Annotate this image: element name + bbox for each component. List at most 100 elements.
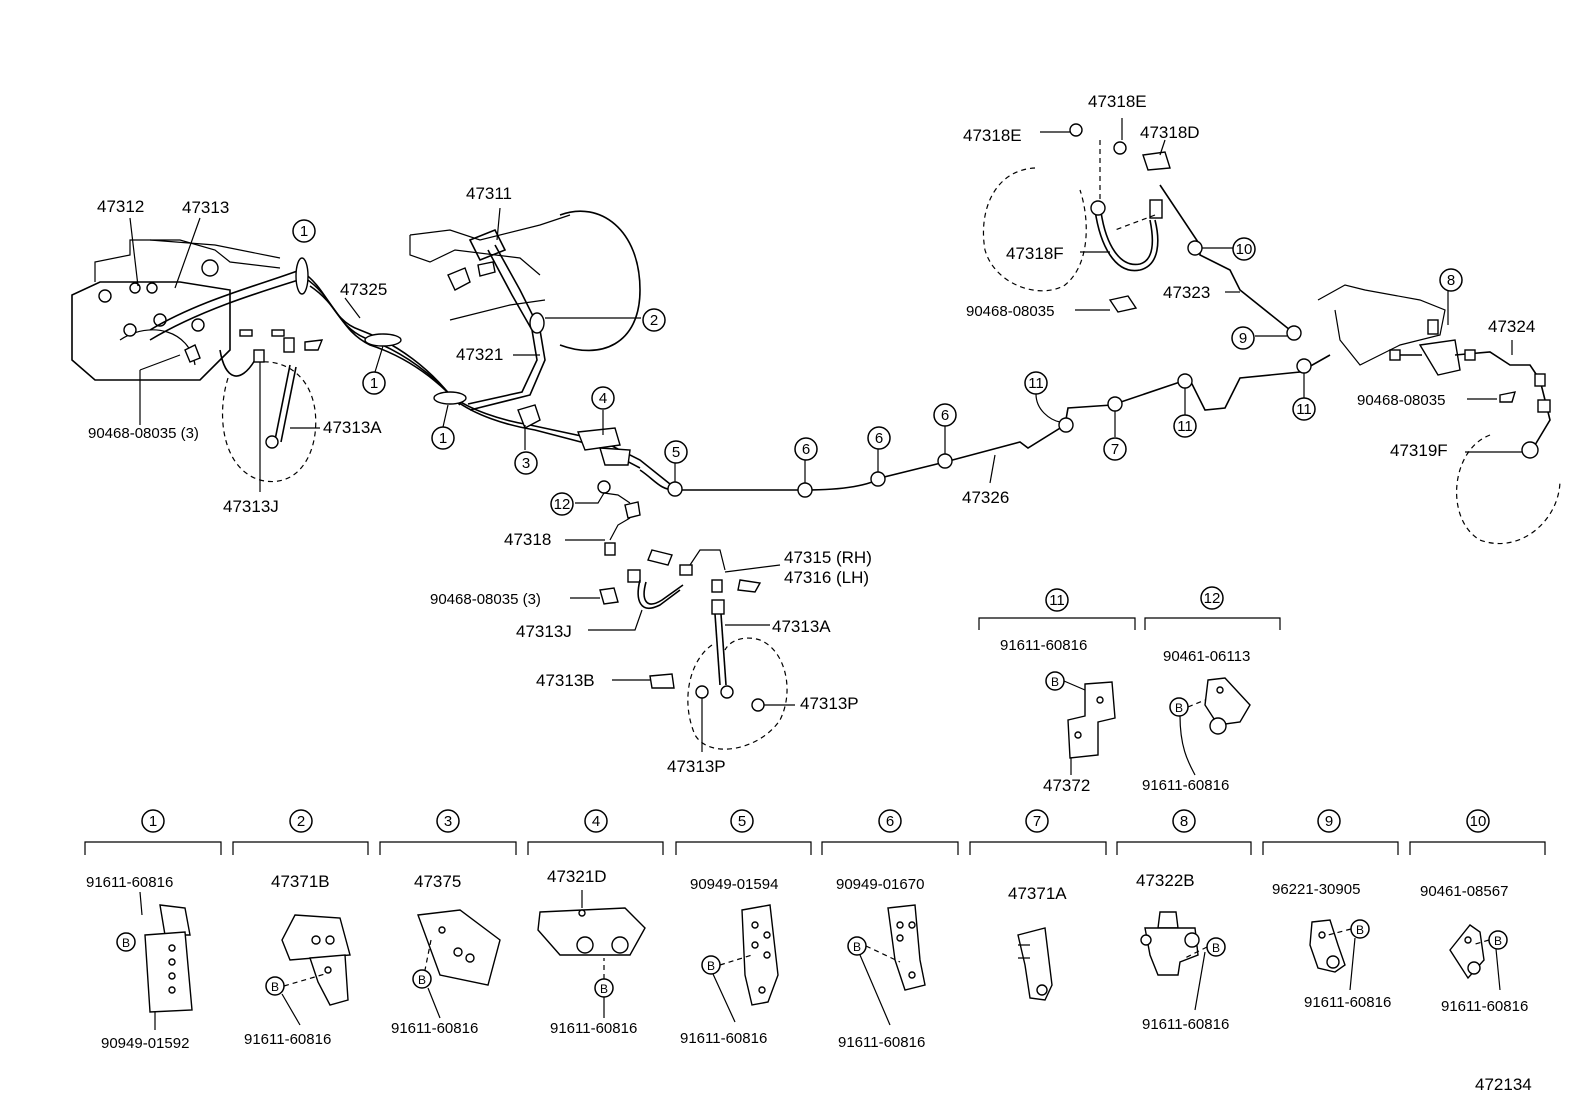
rear-right-assembly [982, 118, 1561, 545]
svg-text:11: 11 [1177, 418, 1193, 435]
svg-text:B: B [1356, 923, 1364, 937]
svg-text:6: 6 [941, 407, 949, 424]
detail-2-part: 47371B [271, 872, 330, 891]
detail-6: 6 90949-01670 B 91611-60816 [821, 809, 959, 1051]
detail-1-part: 90949-01592 [101, 1035, 189, 1052]
detail-8-bolt: 91611-60816 [1142, 1016, 1229, 1033]
detail-5-part: 90949-01594 [690, 876, 778, 893]
detail-6-part: 90949-01670 [836, 876, 924, 893]
svg-text:B: B [1494, 934, 1502, 948]
svg-text:B: B [707, 959, 715, 973]
detail-3: 3 47375 B 91611-60816 [379, 809, 517, 1037]
label-90468-08035-3-left: 90468-08035 (3) [88, 425, 199, 442]
detail-9-bolt: 91611-60816 [1304, 994, 1391, 1011]
detail-4: 4 47321D B 91611-60816 [527, 809, 664, 1037]
svg-text:6: 6 [875, 430, 883, 447]
detail-1-bolt: 91611-60816 [86, 874, 173, 891]
detail-11: 11 91611-60816 B 47372 [978, 588, 1136, 795]
detail-5-bolt: 91611-60816 [680, 1030, 767, 1047]
detail-10-part: 90461-08567 [1420, 883, 1508, 900]
label-47316-lh: 47316 (LH) [784, 568, 869, 587]
label-47311: 47311 [466, 184, 512, 203]
svg-text:3: 3 [444, 813, 452, 830]
label-47324: 47324 [1488, 317, 1535, 336]
svg-text:1: 1 [370, 375, 378, 392]
svg-text:10: 10 [1236, 241, 1253, 258]
svg-text:12: 12 [554, 496, 571, 513]
detail-7: 7 47371A [969, 809, 1107, 1001]
label-47313B: 47313B [536, 671, 595, 690]
main-callouts: 1 1 1 2 3 4 5 6 6 6 11 7 11 11 9 10 8 12 [292, 219, 1463, 516]
label-47323: 47323 [1163, 283, 1210, 302]
label-47313A-left: 47313A [323, 418, 382, 437]
svg-text:1: 1 [149, 813, 157, 830]
rear-brake-line-47326 [639, 354, 1331, 498]
label-47313P-right: 47313P [800, 694, 859, 713]
detail-8-part: 47322B [1136, 871, 1195, 890]
detail-12-bolt: 91611-60816 [1142, 777, 1229, 794]
svg-text:1: 1 [439, 430, 447, 447]
label-90468-08035-right: 90468-08035 [1357, 392, 1445, 409]
svg-text:B: B [271, 980, 279, 994]
detail-9: 9 96221-30905 B 91611-60816 [1262, 809, 1399, 1011]
svg-text:4: 4 [599, 390, 607, 407]
label-47318E-top: 47318E [1088, 92, 1147, 111]
brake-booster [409, 207, 641, 411]
label-47326: 47326 [962, 488, 1009, 507]
svg-text:12: 12 [1204, 590, 1221, 607]
label-47313A-center: 47313A [772, 617, 831, 636]
label-47318D: 47318D [1140, 123, 1200, 142]
label-47313J-center: 47313J [516, 622, 572, 641]
label-47315-rh: 47315 (RH) [784, 548, 872, 567]
svg-text:B: B [1212, 941, 1220, 955]
detail-4-part: 47321D [547, 867, 607, 886]
detail-11-bolt: 91611-60816 [1000, 637, 1087, 654]
label-90468-08035-3-center: 90468-08035 (3) [430, 591, 541, 608]
label-47318E-left: 47318E [963, 126, 1022, 145]
detail-12-part: 90461-06113 [1163, 648, 1250, 665]
svg-text:4: 4 [592, 813, 600, 830]
label-47313J-left: 47313J [223, 497, 279, 516]
detail-4-bolt: 91611-60816 [550, 1020, 637, 1037]
label-47318: 47318 [504, 530, 551, 549]
svg-text:6: 6 [802, 441, 810, 458]
svg-text:3: 3 [522, 455, 530, 472]
svg-text:5: 5 [672, 444, 680, 461]
detail-3-bolt: 91611-60816 [391, 1020, 478, 1037]
svg-text:11: 11 [1049, 592, 1065, 609]
detail-9-part: 96221-30905 [1272, 881, 1360, 898]
center-hose-assembly [565, 480, 795, 752]
svg-text:5: 5 [738, 813, 746, 830]
detail-6-bolt: 91611-60816 [838, 1034, 925, 1051]
svg-text:11: 11 [1028, 375, 1044, 392]
svg-text:9: 9 [1239, 330, 1247, 347]
detail-10-bolt: 91611-60816 [1441, 998, 1528, 1015]
detail-2: 2 47371B B 91611-60816 [232, 809, 369, 1048]
detail-11-part: 47372 [1043, 776, 1090, 795]
svg-text:2: 2 [297, 813, 305, 830]
svg-text:B: B [418, 973, 426, 987]
svg-text:8: 8 [1180, 813, 1188, 830]
svg-text:7: 7 [1033, 813, 1041, 830]
svg-text:7: 7 [1111, 441, 1119, 458]
svg-text:B: B [600, 982, 608, 996]
svg-text:10: 10 [1470, 813, 1487, 830]
label-47325: 47325 [340, 280, 387, 299]
svg-text:6: 6 [886, 813, 894, 830]
svg-text:B: B [122, 936, 130, 950]
detail-1: 1 91611-60816 B 90949-01592 [84, 809, 222, 1052]
detail-5: 5 90949-01594 B 91611-60816 [675, 809, 812, 1047]
svg-text:B: B [1175, 701, 1183, 715]
main-brake-lines [295, 257, 676, 489]
label-47318F: 47318F [1006, 244, 1064, 263]
detail-8: 8 47322B B 91611-60816 [1116, 809, 1252, 1033]
detail-7-part: 47371A [1008, 884, 1067, 903]
detail-10: 10 90461-08567 B 91611-60816 [1409, 809, 1546, 1015]
svg-text:1: 1 [300, 223, 308, 240]
label-90468-08035-rear: 90468-08035 [966, 303, 1054, 320]
svg-text:9: 9 [1325, 813, 1333, 830]
label-47321: 47321 [456, 345, 503, 364]
svg-text:B: B [853, 940, 861, 954]
